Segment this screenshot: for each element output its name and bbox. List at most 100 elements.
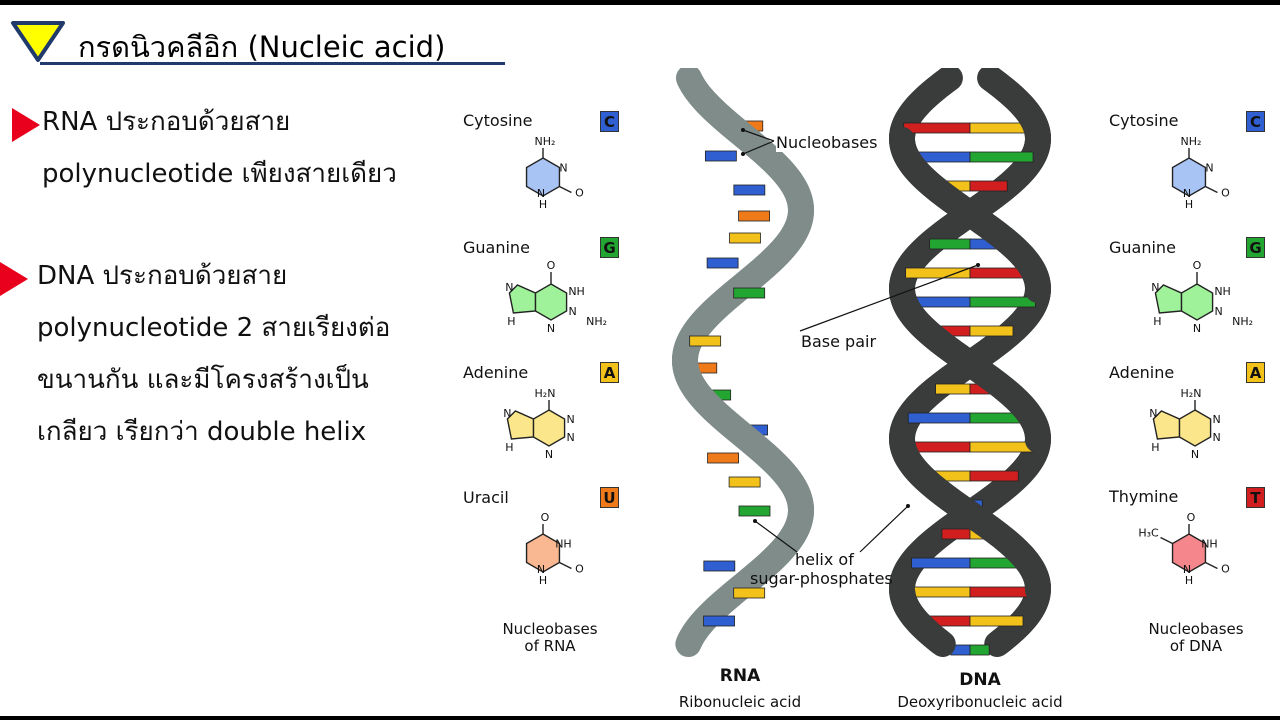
rna-nucleobase <box>689 335 722 347</box>
atom-label: N <box>505 281 513 294</box>
dna-base-pair <box>935 383 971 395</box>
bullet-rna-line-2: polynucleotide เพียงสายเดียว <box>42 159 397 189</box>
atom-label: N <box>1214 305 1222 318</box>
atom-label: N <box>1151 281 1159 294</box>
dna-base-pair <box>969 151 1034 163</box>
atom-label: NH <box>1214 285 1231 298</box>
pyrimidine-ring <box>525 157 561 197</box>
rna-base-name-adenine: Adenine <box>463 363 529 382</box>
atom-label: N <box>566 431 574 444</box>
purine-six-ring <box>534 283 568 321</box>
rna-nucleobase <box>733 184 766 196</box>
atom-label: NH <box>555 538 572 551</box>
atom-label: N <box>568 305 576 318</box>
atom-label: H₃C <box>1138 527 1159 540</box>
dna-base-pair <box>941 528 971 540</box>
callout-leader-line <box>754 520 798 553</box>
rna-base-name-uracil: Uracil <box>463 488 509 507</box>
dna-badge-a: A <box>1246 362 1265 383</box>
rna-nucleobase <box>704 150 737 162</box>
rna-nucleobase <box>733 287 766 299</box>
bond <box>1205 185 1218 194</box>
pyrimidine-ring <box>1171 157 1207 197</box>
atom-label: O <box>547 259 556 272</box>
atom-label: H <box>1153 315 1161 328</box>
callout-leader-line <box>859 505 909 553</box>
bond <box>1205 561 1218 570</box>
atom-label: O <box>1193 259 1202 272</box>
rna-label: RNA <box>719 666 761 686</box>
callout-leader-line <box>799 264 979 332</box>
rna-nucleobase <box>728 476 761 488</box>
dna-base-pair <box>969 180 1008 192</box>
dna-badge-c: C <box>1246 111 1265 132</box>
callout-leader-tip <box>741 152 745 156</box>
atom-label: NH <box>568 285 585 298</box>
atom-label: N <box>547 322 555 335</box>
bullet-arrow-icon <box>0 262 28 296</box>
atom-label: O <box>541 511 550 524</box>
dna-badge-g: G <box>1246 237 1265 258</box>
callout-leader-tip <box>906 504 910 508</box>
purine-five-ring <box>506 410 535 440</box>
pyrimidine-ring <box>525 533 561 573</box>
purine-five-ring <box>1154 284 1183 314</box>
bottom-border <box>0 716 1280 720</box>
callout-nucleobases: Nucleobases <box>776 133 878 152</box>
bullet-dna-line-1: DNA ประกอบด้วยสาย <box>37 261 288 291</box>
dna-base-pair <box>969 470 1019 482</box>
title-underline <box>40 62 505 65</box>
atom-label: H₂N <box>1181 387 1202 400</box>
dna-badge-t: T <box>1246 487 1265 508</box>
rna-base-name-cytosine: Cytosine <box>463 111 533 130</box>
dna-base-pair <box>903 122 971 134</box>
dna-base-pair <box>907 412 971 424</box>
purine-five-ring <box>1152 410 1181 440</box>
atom-label: N <box>1212 431 1220 444</box>
bullet-dna-line-2: polynucleotide 2 สายเรียงต่อ <box>37 313 391 343</box>
helix-diagram <box>672 68 1051 657</box>
page-title: กรดนิวคลีอิก (Nucleic acid) <box>78 30 446 64</box>
dna-nucleobases-caption: Nucleobases of DNA <box>1148 620 1244 655</box>
title-triangle-icon <box>11 21 65 62</box>
bullet-rna-line-1: RNA ประกอบด้วยสาย <box>42 107 291 137</box>
atom-label: N <box>537 563 545 576</box>
dna-base-name-guanine: Guanine <box>1109 238 1176 257</box>
atom-label: N <box>1193 322 1201 335</box>
rna-nucleobases-caption: Nucleobases of RNA <box>502 620 598 655</box>
purine-five-ring <box>508 284 537 314</box>
atom-label: H <box>539 574 547 587</box>
dna-base-pair <box>911 557 971 569</box>
atom-label: NH₂ <box>586 315 607 328</box>
rna-nucleobase <box>703 560 736 572</box>
callout-helix-line-2: sugar-phosphates <box>750 569 893 588</box>
dna-base-pair <box>969 296 1036 308</box>
bond <box>559 185 572 194</box>
atom-label: O <box>1221 563 1230 576</box>
bond <box>1160 536 1173 545</box>
callout-base-pair: Base pair <box>801 332 877 351</box>
top-border <box>0 0 1280 5</box>
atom-label: H <box>505 441 513 454</box>
rna-nucleobase <box>733 587 766 599</box>
atom-label: N <box>1205 162 1213 175</box>
atom-label: N <box>537 187 545 200</box>
rna-badge-g: G <box>600 237 619 258</box>
bullet-dna: DNA ประกอบด้วยสาย polynucleotide 2 สายเร… <box>0 250 391 458</box>
atom-label: NH₂ <box>1232 315 1253 328</box>
rna-label-full: Ribonucleic acid <box>678 693 802 711</box>
bullet-dna-line-3: ขนานกัน และมีโครงสร้างเป็น <box>37 365 369 395</box>
atom-label: N <box>1212 413 1220 426</box>
atom-label: N <box>559 162 567 175</box>
atom-label: N <box>1149 407 1157 420</box>
purine-six-ring <box>532 409 566 447</box>
rna-nucleobase <box>703 615 735 627</box>
atom-label: N <box>1183 187 1191 200</box>
dna-base-pair <box>969 644 990 656</box>
bullet-rna: RNA ประกอบด้วยสาย polynucleotide เพียงสา… <box>12 96 397 200</box>
atom-label: H <box>1151 441 1159 454</box>
bullet-dna-line-4: เกลียว เรียกว่า double helix <box>37 417 367 447</box>
atom-label: NH <box>1201 538 1218 551</box>
atom-label: O <box>575 187 584 200</box>
bond <box>559 561 572 570</box>
